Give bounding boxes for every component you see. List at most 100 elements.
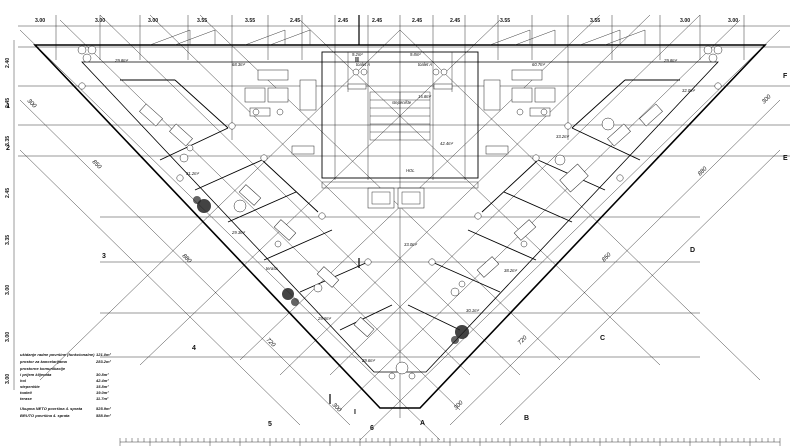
legend-row-2-label: prostor za kancelarijama — [19, 359, 68, 364]
top-dim-2: 3.00 — [95, 18, 105, 24]
diag-dim-3: 880 — [181, 253, 193, 265]
legend-row-6-label: stepenište — [20, 384, 41, 389]
left-office-furniture — [77, 45, 416, 380]
room-toilet-b: toalet A — [418, 62, 432, 67]
grid-bubbles-left: 1 2 3 4 5 6 — [6, 103, 374, 432]
building-outline — [33, 44, 767, 409]
top-dim-5: 3.55 — [245, 18, 255, 24]
terrace-left: terasa — [266, 266, 278, 271]
top-dim-8: 2.45 — [372, 18, 382, 24]
room-right-office-a: 32.0m² — [682, 88, 696, 93]
legend-row-4-value: 30.8m² — [96, 372, 109, 377]
top-dim-1: 3.00 — [35, 18, 45, 24]
legend-row-4-label: i prijem klijenata — [20, 372, 52, 377]
room-right-office-c: 38.2m² — [504, 268, 518, 273]
bottom-ruler — [119, 438, 781, 446]
grid-bubble-6: 6 — [370, 425, 374, 432]
top-dim-12: 3.55 — [590, 18, 600, 24]
left-dim-2: 2.45 — [5, 98, 11, 108]
top-dim-3: 3.00 — [148, 18, 158, 24]
top-dim-6: 2.45 — [290, 18, 300, 24]
left-dim-3: 3.35 — [5, 136, 11, 146]
diag-dim-2: 850 — [91, 159, 103, 171]
room-stair-core: stepenište — [392, 100, 412, 105]
top-dim-13: 3.00 — [680, 18, 690, 24]
center-mark-II: II — [355, 57, 359, 64]
structural-columns — [78, 82, 722, 266]
diag-dim-7: 720 — [517, 335, 529, 347]
diag-dim-6: 300 — [453, 400, 465, 412]
room-left-office-b: 29.3m² — [231, 230, 246, 235]
right-open-office-furniture — [483, 69, 556, 155]
top-dim-10: 2.45 — [450, 18, 460, 24]
room-toilet-a: toalet A — [356, 62, 370, 67]
left-dim-4: 2.45 — [5, 188, 11, 198]
room-right-office-b: 33.2m² — [556, 134, 570, 139]
top-dim-7: 2.45 — [338, 18, 348, 24]
room-left-corner: 29.8m² — [114, 58, 129, 63]
room-right-open: 60.7m² — [532, 62, 546, 67]
legend-row-5-label: hol — [20, 378, 27, 383]
legend-row-5-value: 42.4m² — [95, 378, 109, 383]
left-dim-1: 2.40 — [5, 58, 11, 68]
diag-dim-8: 850 — [601, 252, 613, 264]
top-dim-11: 3.55 — [500, 18, 510, 24]
grid-bubble-D: D — [690, 247, 695, 254]
toilet-fixtures — [347, 68, 453, 90]
diagonal-dimensions: 300 850 880 720 300 300 720 850 880 300 — [26, 94, 773, 414]
left-dim-6: 3.00 — [5, 285, 11, 295]
legend-row-6-value: 15.8m² — [96, 384, 109, 389]
left-dimension-labels: 2.40 2.45 3.35 2.45 3.35 3.00 3.00 3.00 — [5, 58, 11, 384]
legend-row-2-value: 283.2m² — [95, 359, 112, 364]
central-core — [321, 51, 479, 209]
room-stair-area: 15.8m² — [418, 94, 432, 99]
legend-row-1-value: 121.0m² — [96, 352, 112, 357]
top-dim-9: 2.45 — [412, 18, 422, 24]
grid-bubbles-right: A B C D E F — [420, 73, 788, 427]
area-legend: ukidanje radne površine (funkcionalne) 1… — [19, 352, 112, 418]
left-dim-8: 3.00 — [5, 374, 11, 384]
grid-bubble-A: A — [420, 420, 425, 427]
room-right-office-d: 30.1m² — [466, 308, 480, 313]
grid-bubble-1: 1 — [6, 103, 10, 110]
grid-bubble-E: E — [783, 155, 788, 162]
diagonal-grid-left — [19, 14, 761, 441]
room-wc-a: 9.2m² — [352, 52, 363, 57]
room-hall-area: 33.0m² — [404, 242, 418, 247]
room-wc-b: 9.8m² — [410, 52, 421, 57]
legend-row-8-value: 11.7m² — [96, 396, 109, 401]
room-core-hall: 42.4m² — [440, 141, 454, 146]
center-mark-I: I — [354, 409, 356, 416]
grid-bubble-3: 3 — [102, 253, 106, 260]
room-left-office-a: 31.2m² — [186, 171, 200, 176]
grid-bubble-C: C — [600, 335, 605, 342]
grid-bubble-4: 4 — [192, 345, 196, 352]
grid-bubble-5: 5 — [268, 421, 272, 428]
vertical-grid — [55, 15, 745, 418]
diag-dim-1: 300 — [26, 98, 38, 110]
center-marks: I II — [329, 15, 360, 416]
legend-row-7-label: toaleti — [20, 390, 33, 395]
top-dim-4: 3.55 — [197, 18, 207, 24]
room-left-office-c: 29.6m² — [317, 316, 332, 321]
terrace-plants — [193, 196, 469, 344]
legend-row-8-label: terase — [20, 396, 33, 401]
right-wing-partitions — [407, 79, 680, 331]
left-open-office-furniture — [244, 69, 317, 155]
legend-row-3-label: prostorne komunikacije — [19, 366, 66, 371]
diag-dim-4: 720 — [265, 337, 277, 349]
top-dimension-labels: 3.00 3.00 3.00 3.55 3.55 2.45 2.45 2.45 … — [35, 18, 738, 24]
grid-bubble-2: 2 — [6, 145, 10, 152]
room-left-office-d: 29.6m² — [361, 358, 376, 363]
room-labels: 29.8m² 68.3m² 31.2m² 29.3m² terasa 29.6m… — [114, 52, 696, 363]
grid-bubble-F: F — [783, 73, 788, 80]
legend-row-10-value: 588.0m² — [96, 413, 112, 418]
legend-row-10-label: BRUTO površina 4. sprata — [20, 413, 70, 418]
grid-bubble-B: B — [524, 415, 529, 422]
legend-row-7-value: 19.0m² — [96, 390, 109, 395]
diag-dim-10: 300 — [761, 94, 773, 106]
legend-row-1-label: ukidanje radne površine (funkcionalne) — [20, 352, 95, 357]
left-dim-5: 3.35 — [5, 235, 11, 245]
left-dim-7: 3.00 — [5, 332, 11, 342]
